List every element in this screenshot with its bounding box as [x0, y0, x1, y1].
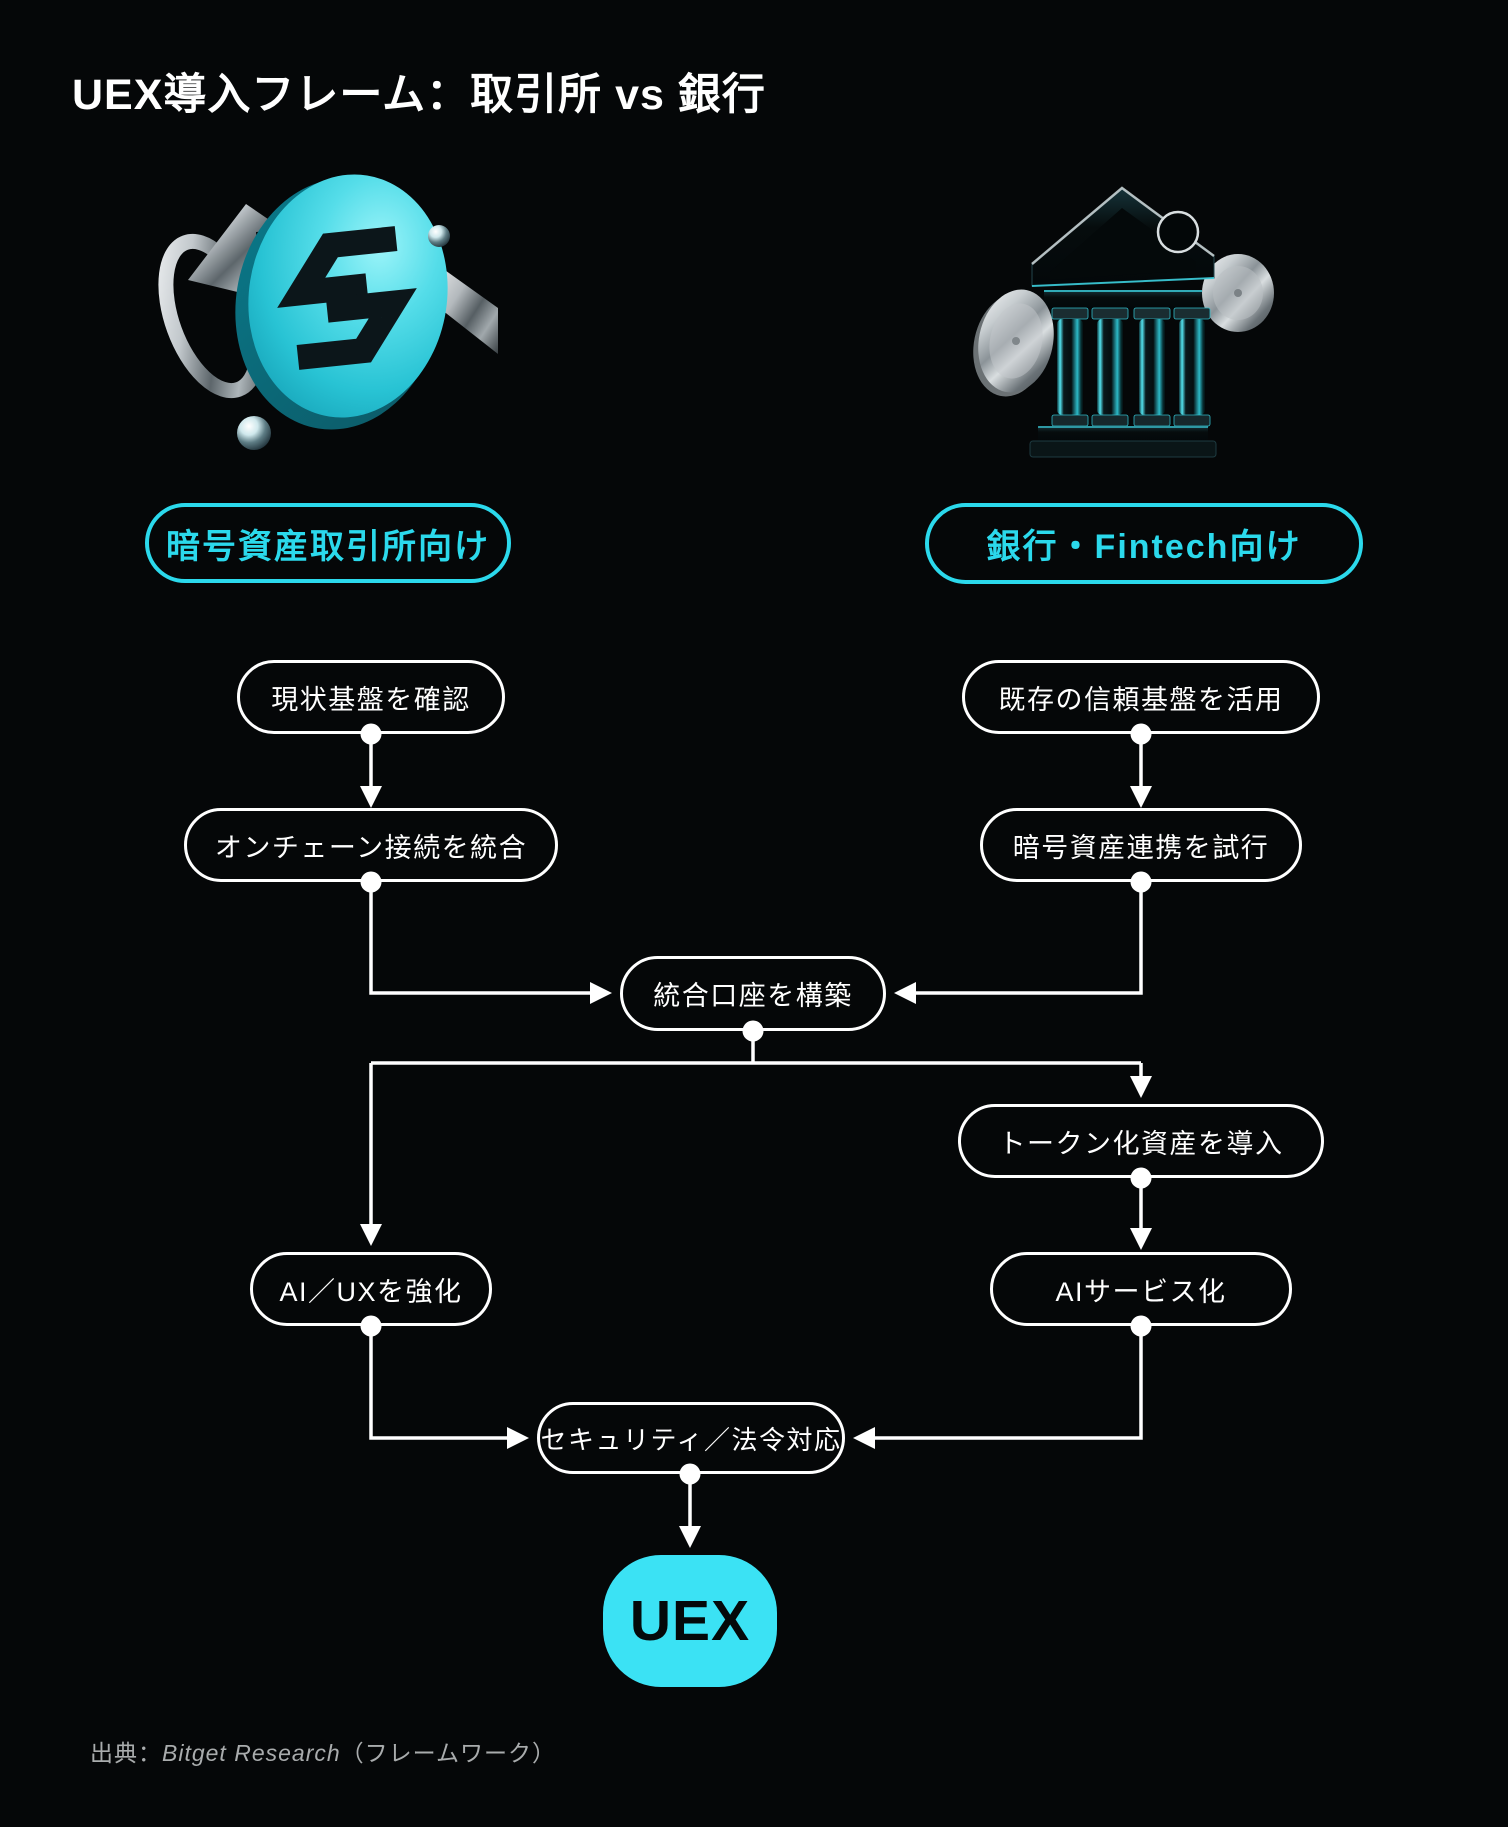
bank-columns [1051, 307, 1211, 427]
flow-node-bank-step3: トークン化資産を導入 [958, 1104, 1324, 1178]
flow-node-bank-step1: 既存の信頼基盤を活用 [962, 660, 1320, 734]
flow-node-bank-step4: AIサービス化 [990, 1252, 1292, 1326]
source-prefix: 出典： [90, 1740, 162, 1766]
bitget-coin-3d-icon [158, 174, 498, 450]
bank-building-3d-icon [973, 186, 1274, 458]
coin-disc-right [1202, 254, 1274, 332]
coin-disc-left [973, 289, 1054, 397]
flow-node-bank-step2: 暗号資産連携を試行 [980, 808, 1302, 882]
exchange-track-badge: 暗号資産取引所向け [145, 503, 511, 583]
source-suffix: （フレームワーク） [340, 1740, 556, 1766]
flow-node-final-uex: UEX [603, 1555, 777, 1687]
flow-node-merge-unified-account: 統合口座を構築 [620, 956, 886, 1031]
bank-track-badge: 銀行・Fintech向け [925, 503, 1363, 584]
source-note: 出典：Bitget Research（フレームワーク） [90, 1734, 556, 1768]
flow-node-exchange-step1: 現状基盤を確認 [237, 660, 505, 734]
flow-node-merge-security-compliance: セキュリティ／法令対応 [537, 1402, 845, 1474]
flow-node-exchange-step3: AI／UXを強化 [250, 1252, 492, 1326]
page-title: UEX導入フレーム：取引所 vs 銀行 [72, 71, 766, 119]
source-name: Bitget Research [162, 1740, 341, 1766]
flow-node-exchange-step2: オンチェーン接続を統合 [184, 808, 558, 882]
